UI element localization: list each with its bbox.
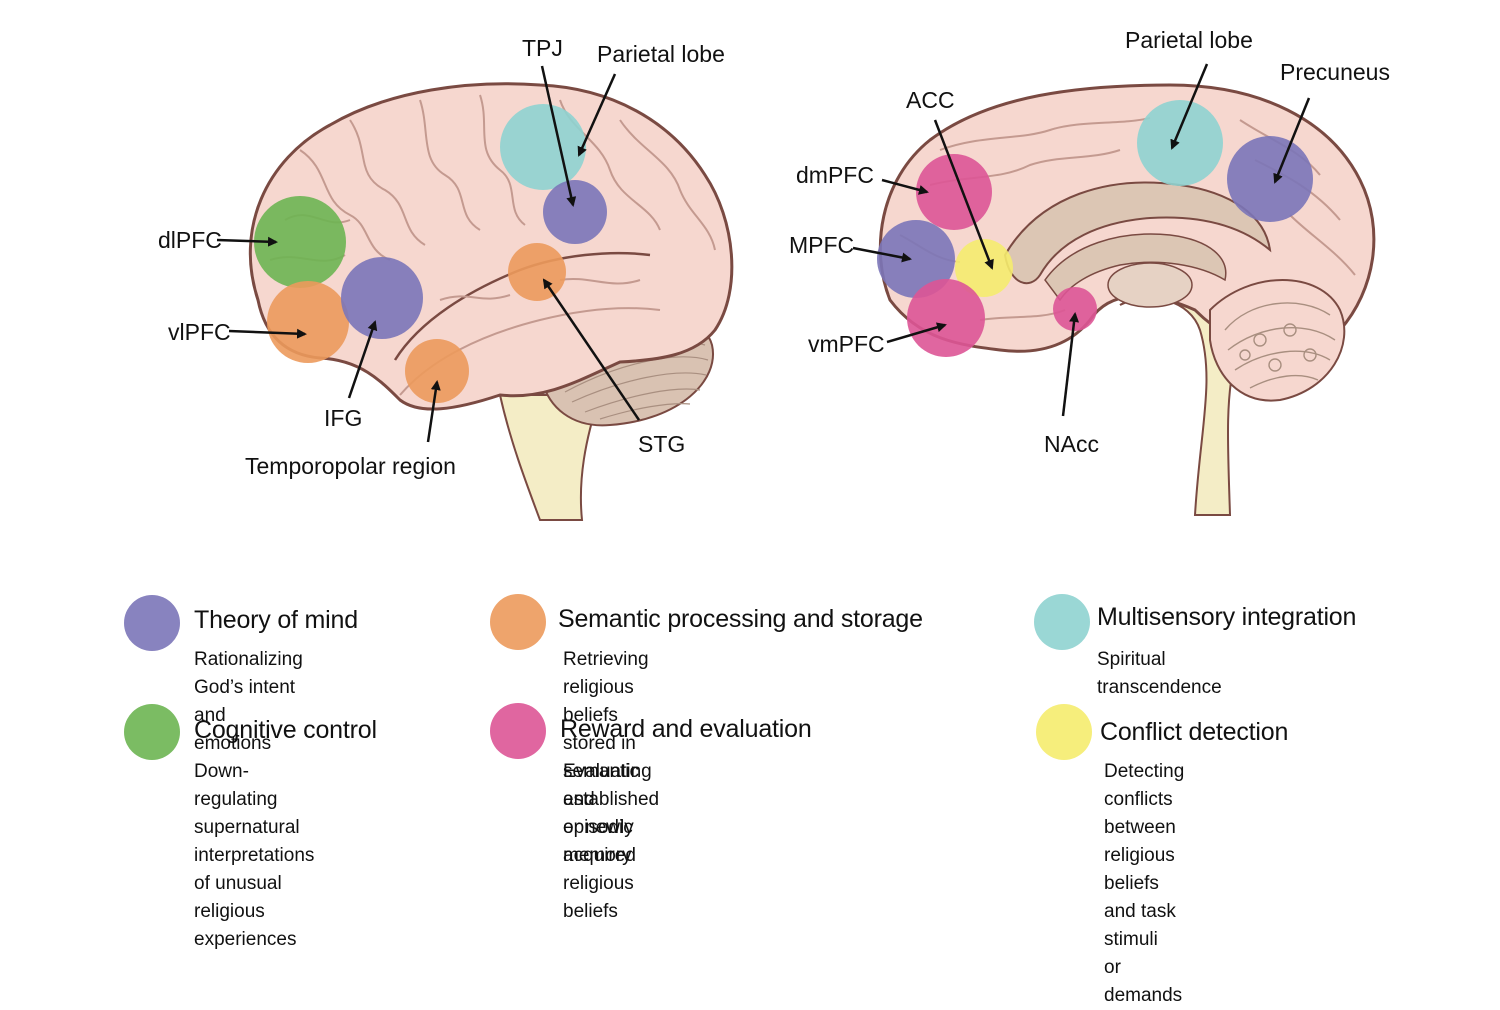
legend-title-multisensory: Multisensory integration — [1097, 603, 1357, 631]
arrow-vmpfc — [886, 322, 947, 344]
medial-cerebellum — [1209, 279, 1346, 402]
medial-region-precuneus-theory-of-mind — [1227, 136, 1313, 222]
arrow-mpfc — [852, 246, 912, 263]
lateral-brain: TPJ Parietal lobe dlPFC vlPFC IFG Tempor… — [158, 35, 734, 521]
label-dlpfc: dlPFC — [158, 227, 222, 253]
lateral-brainstem — [498, 394, 602, 521]
legend-desc-semantic: Retrieving religious beliefs stored in s… — [563, 649, 649, 866]
label-parietal-lobe-lateral: Parietal lobe — [597, 41, 725, 67]
medial-region-vmpfc-reward — [907, 279, 985, 357]
label-vlpfc: vlPFC — [168, 319, 231, 345]
label-dmpfc: dmPFC — [796, 162, 874, 188]
legend-dot-reward — [490, 703, 546, 759]
label-parietal-lobe-medial: Parietal lobe — [1125, 27, 1253, 53]
lateral-region-dlpfc-cognitive-control — [254, 196, 346, 288]
medial-region-dmpfc-reward — [916, 154, 992, 230]
lateral-region-ifg-theory-of-mind — [341, 257, 423, 339]
arrow-nacc — [1061, 312, 1080, 417]
label-stg: STG — [638, 431, 685, 457]
legend-desc-reward: Evaluating established or newly acquired… — [563, 761, 660, 922]
legend-title-semantic: Semantic processing and storage — [558, 605, 923, 633]
legend-title-conflict: Conflict detection — [1100, 718, 1289, 746]
arrow-stg — [542, 278, 641, 421]
medial-region-mpfc-theory-of-mind — [877, 220, 955, 298]
medial-region-parietal-multisensory — [1137, 100, 1223, 186]
legend-title-theory-of-mind: Theory of mind — [194, 606, 358, 634]
label-precuneus: Precuneus — [1280, 59, 1390, 85]
legend: Theory of mind Rationalizing God’s inten… — [124, 594, 1357, 1006]
legend-title-cognitive-control: Cognitive control — [194, 716, 377, 744]
arrow-tpj — [540, 65, 577, 207]
arrow-dmpfc — [881, 178, 929, 195]
legend-dot-multisensory — [1034, 594, 1090, 650]
arrow-precuneus — [1273, 97, 1311, 184]
lateral-region-vlpfc-semantic — [267, 281, 349, 363]
legend-title-reward: Reward and evaluation — [560, 715, 812, 743]
label-temporopolar: Temporopolar region — [245, 453, 456, 479]
arrow-vlpfc — [228, 328, 307, 339]
legend-dot-cognitive-control — [124, 704, 180, 760]
legend-dot-theory-of-mind — [124, 595, 180, 651]
arrow-dlpfc — [216, 236, 278, 247]
lateral-region-temporopolar-semantic — [405, 339, 469, 403]
legend-desc-theory-of-mind: Rationalizing God’s intent and emotions — [194, 649, 303, 754]
brain-diagram: TPJ Parietal lobe dlPFC vlPFC IFG Tempor… — [158, 27, 1390, 521]
label-tpj: TPJ — [522, 35, 563, 61]
legend-desc-multisensory: Spiritual transcendence — [1097, 649, 1222, 698]
label-vmpfc: vmPFC — [808, 331, 885, 357]
arrow-parietal-medial — [1170, 63, 1209, 150]
label-mpfc: MPFC — [789, 232, 854, 258]
arrow-parietal-lateral — [577, 73, 617, 157]
medial-brain: Parietal lobe Precuneus ACC dmPFC MPFC v… — [789, 27, 1390, 516]
legend-desc-conflict: Detecting conflicts between religious be… — [1104, 761, 1185, 1006]
legend-desc-cognitive-control: Down-regulating supernatural interpretat… — [194, 761, 315, 950]
arrow-temporopolar — [426, 380, 441, 443]
arrow-ifg — [347, 320, 378, 399]
medial-region-acc-conflict — [955, 239, 1013, 297]
legend-dot-conflict — [1036, 704, 1092, 760]
arrow-acc — [933, 119, 994, 270]
medial-corpus-callosum — [1003, 181, 1272, 285]
medial-region-nacc-reward — [1053, 287, 1097, 331]
label-nacc: NAcc — [1044, 431, 1099, 457]
legend-dot-semantic — [490, 594, 546, 650]
label-acc: ACC — [906, 87, 955, 113]
label-ifg: IFG — [324, 405, 362, 431]
lateral-region-tpj-theory-of-mind — [543, 180, 607, 244]
